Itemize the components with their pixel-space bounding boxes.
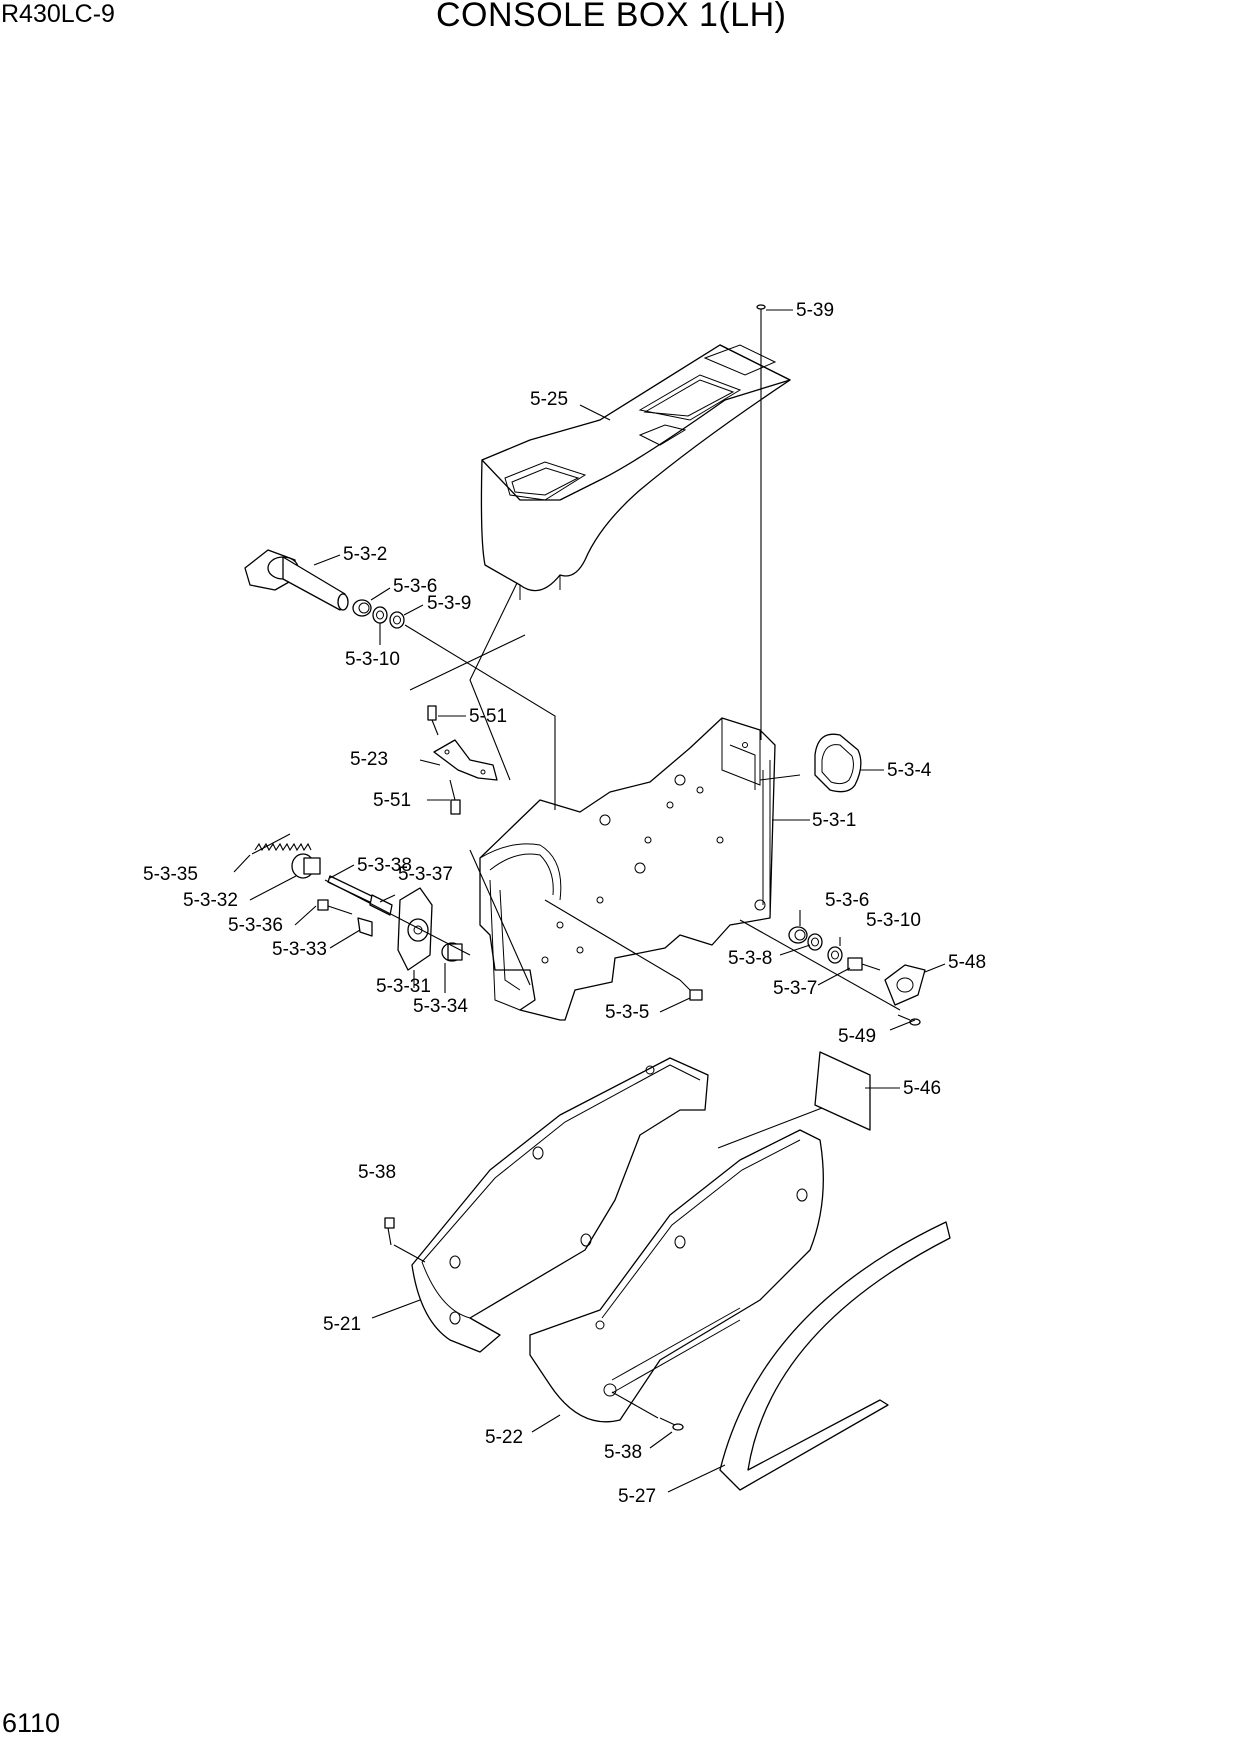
- part-screw-5-38-b: [659, 1417, 684, 1431]
- model-name: R430LC-9: [1, 0, 115, 28]
- part-bushing-5-3-6-b: [788, 926, 808, 944]
- callout-5-51-a: 5-51: [469, 706, 507, 727]
- callout-labels: 5-39 5-25 5-3-2 5-3-6 5-3-9 5-3-10 5-51 …: [143, 300, 986, 1507]
- callout-5-3-4: 5-3-4: [887, 760, 932, 781]
- part-side-cover-5-22: [529, 1129, 824, 1423]
- callout-5-23: 5-23: [350, 749, 388, 770]
- part-frame-5-3-1: [479, 717, 776, 1021]
- part-console-cover-5-25: [480, 344, 791, 600]
- assembly-center-lines: [324, 325, 901, 1419]
- callout-5-3-38: 5-3-38: [357, 855, 412, 876]
- part-washer-5-3-10-b: [827, 946, 843, 964]
- part-trim-5-27: [719, 1221, 951, 1491]
- callout-5-3-31: 5-3-31: [376, 976, 431, 997]
- part-spring-5-3-35: [251, 833, 312, 855]
- callout-5-3-32: 5-3-32: [183, 890, 238, 911]
- callout-5-39: 5-39: [796, 300, 834, 321]
- callout-5-3-9: 5-3-9: [427, 593, 471, 614]
- callout-5-3-2: 5-3-2: [343, 544, 387, 565]
- callout-5-48: 5-48: [948, 952, 986, 973]
- part-gasket-5-3-4: [814, 733, 862, 793]
- part-clip-5-3-33: [357, 917, 373, 937]
- callout-5-22: 5-22: [485, 1427, 523, 1448]
- part-pin-5-3-37: [369, 894, 393, 916]
- callout-5-3-6-b: 5-3-6: [825, 890, 869, 911]
- callout-5-49: 5-49: [838, 1026, 876, 1047]
- callout-5-3-10-a: 5-3-10: [345, 649, 400, 670]
- callout-5-25: 5-25: [530, 389, 568, 410]
- part-bolt-5-3-5: [679, 979, 703, 1001]
- callout-5-3-7: 5-3-7: [773, 978, 817, 999]
- callout-5-3-6-a: 5-3-6: [393, 576, 437, 597]
- part-bolt-5-3-7: [847, 957, 881, 971]
- callout-5-3-35: 5-3-35: [143, 864, 198, 885]
- page-number: 6110: [2, 1708, 61, 1738]
- part-screw-5-49: [897, 1014, 921, 1026]
- part-bracket-5-23: [433, 739, 498, 781]
- part-screw-5-39: [756, 304, 766, 325]
- part-bushing-5-3-6-a: [352, 599, 372, 617]
- part-bolt-5-51-a: [427, 705, 439, 736]
- part-ring-5-3-8: [807, 933, 823, 951]
- callout-5-27: 5-27: [618, 1486, 656, 1507]
- part-holder-5-3-32: [291, 853, 321, 879]
- callout-5-3-36: 5-3-36: [228, 915, 283, 936]
- callout-5-3-8: 5-3-8: [728, 948, 772, 969]
- callout-5-3-5: 5-3-5: [605, 1002, 649, 1023]
- part-plate-5-3-31: [397, 887, 433, 971]
- callout-5-3-1: 5-3-1: [812, 810, 856, 831]
- callout-5-3-10-b: 5-3-10: [866, 910, 921, 931]
- callout-leaders: [233, 309, 946, 1493]
- part-screw-5-38-a: [384, 1217, 395, 1246]
- page-title: CONSOLE BOX 1(LH): [436, 0, 787, 34]
- callout-5-46: 5-46: [903, 1078, 941, 1099]
- part-side-cover-5-21: [411, 1057, 709, 1353]
- callout-5-21: 5-21: [323, 1314, 361, 1335]
- part-bolt-5-51-b: [449, 779, 461, 815]
- part-bolt-5-3-36: [317, 899, 353, 915]
- part-ring-5-3-9: [389, 611, 405, 629]
- callout-5-38-a: 5-38: [358, 1162, 396, 1183]
- callout-5-51-b: 5-51: [373, 790, 411, 811]
- part-washer-5-3-10-a: [372, 606, 388, 624]
- callout-5-3-33: 5-3-33: [272, 939, 327, 960]
- part-pad-5-46: [814, 1051, 871, 1131]
- callout-5-38-b: 5-38: [604, 1442, 642, 1463]
- part-cover-5-48: [884, 964, 926, 1006]
- callout-5-3-34: 5-3-34: [413, 996, 468, 1017]
- part-bracket-5-3-2: [244, 549, 349, 611]
- part-roller-5-3-34: [441, 942, 463, 962]
- callout-5-3-37: 5-3-37: [398, 864, 453, 885]
